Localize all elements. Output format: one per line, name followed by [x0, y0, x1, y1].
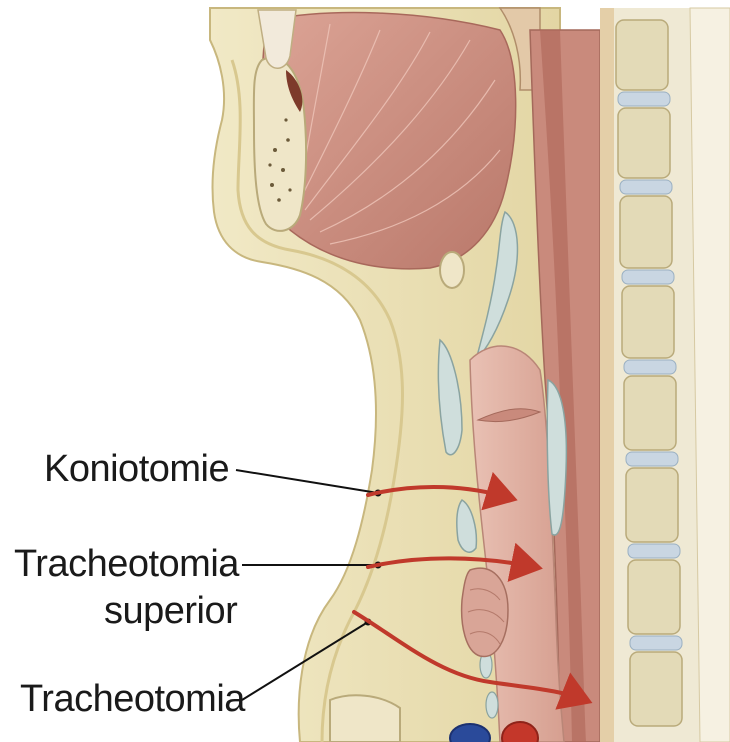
- hyoid-bone: [440, 252, 464, 288]
- label-tracheotomia-superior-line2: superior: [104, 592, 237, 630]
- manubrium: [330, 695, 400, 742]
- label-tracheotomia-superior-line1: Tracheotomia: [14, 545, 239, 583]
- mandible-bone: [254, 57, 306, 230]
- prevertebral-space: [600, 8, 614, 742]
- cervical-spine: [614, 8, 730, 742]
- label-tracheotomia: Tracheotomia: [20, 680, 245, 718]
- label-koniotomie: Koniotomie: [44, 450, 229, 488]
- thyroid-gland: [462, 568, 508, 656]
